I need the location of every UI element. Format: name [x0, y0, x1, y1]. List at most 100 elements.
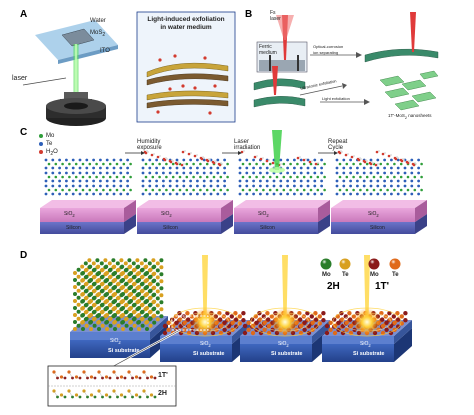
atom-sphere-icon [148, 309, 153, 314]
atom-sphere-icon [100, 267, 105, 272]
te-atom [245, 179, 249, 183]
atom-sphere-icon [116, 302, 121, 307]
h2o-molecule [156, 155, 160, 159]
atom-sphere-icon [347, 311, 352, 316]
te-atom [78, 171, 82, 175]
atom-sphere-icon [140, 302, 145, 307]
h2o-molecule [187, 152, 191, 156]
atom-sphere-icon [159, 293, 164, 298]
mo-atom [302, 162, 306, 166]
te-atom [182, 166, 186, 170]
mo-atom [282, 175, 286, 179]
h2o-molecule [200, 157, 204, 161]
te-atom [403, 192, 407, 196]
te-atom [51, 166, 55, 170]
atom-sphere-icon [107, 261, 112, 266]
te-atom [189, 171, 193, 175]
atom-sphere-icon [140, 309, 145, 314]
d-block-2 [160, 255, 250, 362]
atom-sphere-icon [261, 314, 266, 319]
te-atom [44, 179, 48, 183]
h2o-molecule [253, 155, 257, 159]
atom-sphere-icon [113, 306, 117, 310]
te-atom [148, 179, 152, 183]
te-atom [286, 179, 289, 183]
h2o-molecule [394, 157, 398, 161]
mo-atom [275, 188, 279, 192]
te-atom [369, 184, 373, 188]
mo-atom [199, 162, 202, 166]
te-atom [44, 158, 48, 162]
mo-atom [316, 175, 320, 179]
te-atom [293, 166, 296, 170]
d-block-4 [322, 255, 412, 362]
te-atom [175, 171, 179, 175]
te-atom [320, 166, 323, 170]
atom-sphere-icon [83, 261, 88, 266]
atom-sphere-icon [105, 327, 109, 331]
te-atom [216, 184, 220, 188]
atom-sphere-icon [81, 306, 85, 310]
te-atom [202, 192, 206, 196]
atom-sphere-icon [108, 302, 113, 307]
legend-te-dot [39, 142, 43, 146]
atom-sphere-icon [100, 281, 105, 286]
atom-sphere-icon [129, 313, 133, 317]
atom-sphere-icon [81, 292, 85, 296]
mo-atom [165, 175, 168, 179]
h2o-molecule [302, 158, 306, 162]
mo-atom [359, 162, 362, 166]
atom-sphere-icon [129, 299, 133, 303]
nanosheets [379, 70, 439, 111]
atom-sphere-icon [81, 313, 85, 317]
atom-sphere-icon [266, 323, 272, 329]
panel-letter-a: A [20, 9, 28, 20]
atom-sphere-icon [100, 295, 105, 300]
d-mo-2h: Mo [322, 272, 331, 278]
atom-sphere-icon [100, 309, 105, 314]
atom-sphere-icon [92, 295, 97, 300]
te-atom [202, 171, 206, 175]
atom-sphere-icon [81, 320, 85, 324]
atom-sphere-icon [116, 267, 121, 272]
atom-sphere-icon [73, 292, 77, 296]
atom-sphere-icon [132, 323, 137, 328]
te-atom [259, 192, 262, 196]
atom-sphere-icon [310, 320, 315, 325]
mo-atom [365, 162, 369, 166]
te-atom [78, 166, 82, 170]
te-atom [112, 192, 116, 196]
te-atom [148, 166, 152, 170]
atom-sphere-icon [124, 274, 129, 279]
atom-sphere-icon [116, 295, 121, 300]
atom-sphere-icon [113, 327, 117, 331]
atom-sphere-icon [148, 267, 153, 272]
atom-sphere-icon [145, 327, 149, 331]
mo-atom [302, 188, 306, 192]
mo-atom [54, 188, 58, 192]
atom-sphere-icon [76, 302, 81, 307]
atom-sphere-icon [84, 267, 89, 272]
atom-sphere-icon [222, 320, 227, 325]
mo-atom [406, 175, 410, 179]
te-atom [216, 179, 220, 183]
atom-sphere-icon [258, 323, 264, 329]
te-atom [223, 158, 227, 162]
atom-sphere-icon [388, 323, 394, 329]
te-atom [182, 179, 186, 183]
atom-sphere-icon [321, 318, 326, 323]
mo-atom [248, 162, 252, 166]
te-atom [396, 192, 400, 196]
label-ito: ITO [100, 48, 110, 54]
te-atom [202, 184, 206, 188]
te-atom [238, 184, 242, 188]
te-atom [196, 192, 199, 196]
atom-sphere-icon [159, 258, 164, 263]
te-atom [349, 158, 352, 162]
atom-sphere-icon [137, 313, 141, 317]
te-atom [182, 192, 186, 196]
atom-sphere-icon [105, 306, 109, 310]
atom-sphere-icon [332, 330, 338, 336]
te-atom [99, 184, 102, 188]
